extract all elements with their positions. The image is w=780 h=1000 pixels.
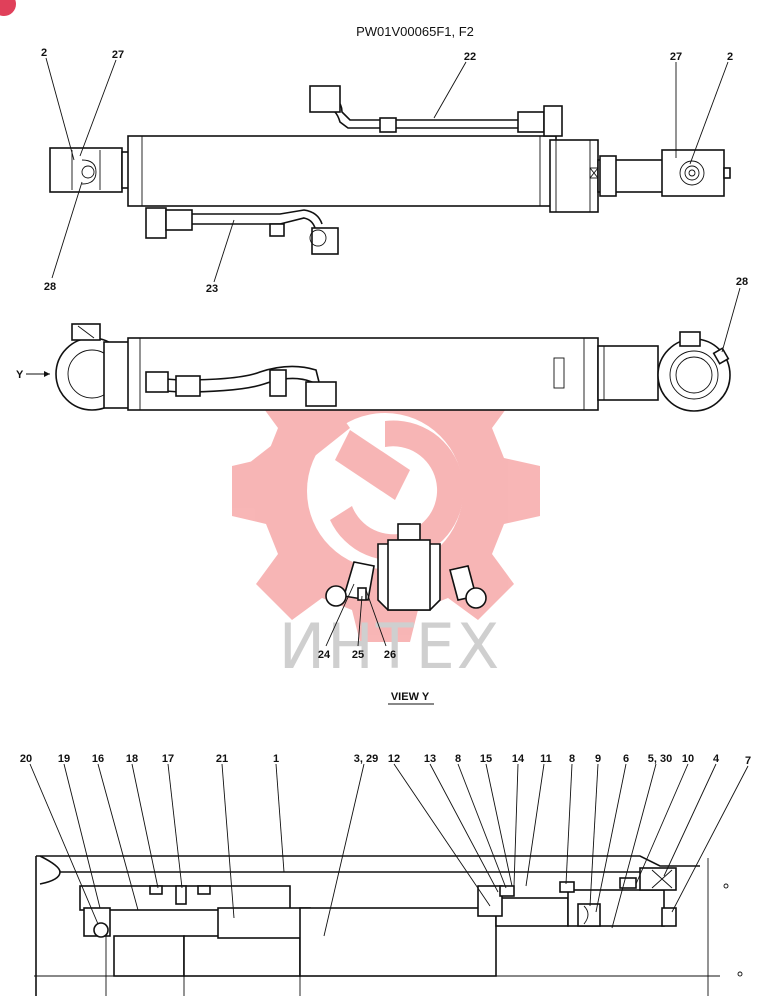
callout: 5, 30 [648,753,672,765]
side-view-callouts: 28 [721,276,748,353]
view-y-caption: VIEW Y [388,691,434,705]
callout: 22 [464,51,476,63]
section-callouts: 20 19 16 18 17 21 1 3, 29 12 13 8 15 14 … [20,753,751,767]
callout: 21 [216,753,228,765]
callout: 16 [92,753,104,765]
callout: 6 [623,753,629,765]
top-view [49,85,731,255]
callout: 27 [670,51,682,63]
callout: 23 [206,283,218,295]
callout: 11 [540,753,552,765]
callout: 8 [455,753,461,765]
section-view [34,855,720,996]
callout: 7 [745,755,751,767]
view-arrow: Y [16,369,50,381]
callout: 28 [736,276,748,288]
section-leaders [29,763,749,937]
svg-text:Y: Y [16,369,24,381]
callout: 24 [318,649,331,661]
callout: 28 [44,281,56,293]
callout: 19 [58,753,70,765]
callout: 25 [352,649,364,661]
callout: 26 [384,649,396,661]
side-view [55,323,731,412]
callout: 1 [273,753,279,765]
watermark-logo [232,340,540,642]
callout: 17 [162,753,174,765]
callout: 2 [41,47,47,59]
corner-badge [0,0,16,16]
end-view-callouts: 24 25 26 [318,583,396,661]
drawing-code: PW01V00065F1, F2 [356,24,474,39]
callout: 13 [424,753,436,765]
callout: 14 [512,753,525,765]
callout: 27 [112,49,124,61]
svg-text:VIEW Y: VIEW Y [391,691,430,703]
callout: 15 [480,753,492,765]
watermark-text: ИНТЕХ [279,610,502,683]
callout: 4 [713,753,720,765]
top-view-callouts: 2 27 22 27 2 28 23 [41,47,733,295]
callout: 12 [388,753,400,765]
callout: 20 [20,753,32,765]
callout: 18 [126,753,138,765]
callout: 2 [727,51,733,63]
callout: 8 [569,753,575,765]
callout: 10 [682,753,694,765]
callout: 9 [595,753,601,765]
callout: 3, 29 [354,753,378,765]
